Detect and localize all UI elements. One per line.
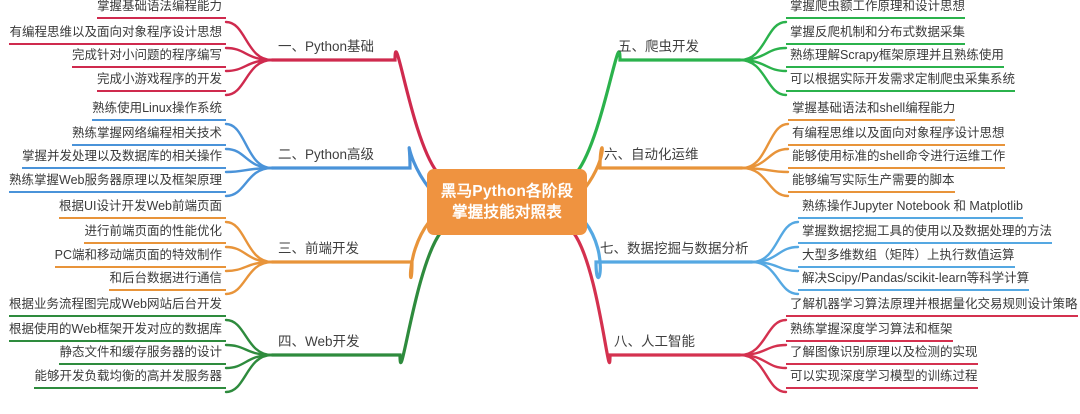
leaf-item[interactable]: 掌握爬虫额工作原理和设计思想 [786,0,966,19]
mindmap-edge [270,230,443,365]
leaf-item[interactable]: 能够编写实际生产需要的脚本 [788,173,955,193]
leaf-item[interactable]: 了解图像识别原理以及检测的实现 [786,345,978,365]
leaf-item[interactable]: 熟练掌握深度学习算法和框架 [786,322,953,342]
leaf-item[interactable]: 熟练掌握网络编程相关技术 [71,126,226,146]
leaf-item[interactable]: 可以根据实际开发需求定制爬虫采集系统 [786,72,1016,92]
branch-label-2[interactable]: 二、Python高级 [278,147,375,162]
mindmap-edge [224,353,274,394]
leaf-item[interactable]: 了解机器学习算法原理并根据量化交易规则设计策略 [786,297,1078,317]
branch-label-1[interactable]: 一、Python基础 [278,39,375,54]
center-node-line1: 黑马Python各阶段 [440,183,574,200]
leaf-item[interactable]: 掌握并发处理以及数据库的相关操作 [21,149,226,169]
leaf-item[interactable]: 掌握反爬机制和分布式数据采集 [786,25,966,45]
leaf-item[interactable]: 可以实现深度学习模型的训练过程 [786,369,978,389]
branch-label-5[interactable]: 五、爬虫开发 [618,39,699,54]
leaf-item[interactable]: 掌握数据挖掘工具的使用以及数据处理的方法 [798,224,1053,244]
mindmap-edge [270,146,431,190]
leaf-item[interactable]: 熟练理解Scrapy框架原理并且熟练使用 [786,48,1004,68]
branch-label-6[interactable]: 六、自动化运维 [604,147,699,162]
leaf-item[interactable]: 能够使用标准的shell命令进行运维工作 [788,149,1006,169]
leaf-item[interactable]: 静态文件和缓存服务器的设计 [59,345,226,365]
mindmap-edge [750,260,800,296]
mindmap-edge [738,353,788,394]
leaf-item[interactable]: 完成针对小问题的程序编写 [71,48,226,68]
mindmap-edge [583,220,754,280]
leaf-item[interactable]: 能够开发负载均衡的高并发服务器 [34,369,226,389]
center-node[interactable]: 黑马Python各阶段 掌握技能对照表 [427,169,587,235]
leaf-item[interactable]: 大型多维数组（矩阵）上执行数值运算 [798,248,1015,268]
leaf-item[interactable]: 掌握基础语法和shell编程能力 [788,101,956,121]
mindmap-edge [224,166,274,198]
leaf-item[interactable]: 进行前端页面的性能优化 [84,224,226,244]
mindmap-edge [224,260,274,296]
center-node-line2: 掌握技能对照表 [452,204,562,221]
mindmap-edge [571,230,742,365]
leaf-item[interactable]: 和后台数据进行通信 [109,271,226,291]
leaf-item[interactable]: PC端和移动端页面的特效制作 [54,248,226,268]
leaf-item[interactable]: 根据使用的Web框架开发对应的数据库 [9,322,226,342]
mindmap-edge [738,58,788,97]
leaf-item[interactable]: 熟练使用Linux操作系统 [92,101,226,121]
mindmap-edge [740,166,790,198]
leaf-item[interactable]: 有编程思维以及面向对象程序设计思想 [788,126,1005,146]
leaf-item[interactable]: 根据UI设计开发Web前端页面 [59,199,226,219]
branch-label-3[interactable]: 三、前端开发 [278,241,359,256]
leaf-item[interactable]: 熟练掌握Web服务器原理以及框架原理 [9,173,226,193]
leaf-item[interactable]: 完成小游戏程序的开发 [96,72,226,92]
branch-label-7[interactable]: 七、数据挖掘与数据分析 [600,241,749,256]
leaf-item[interactable]: 掌握基础语法编程能力 [96,0,226,19]
mindmap-edge [224,58,274,97]
mindmap-edge [270,220,431,280]
leaf-item[interactable]: 根据业务流程图完成Web网站后台开发 [9,297,226,317]
mindmap-edge [583,146,744,190]
mindmap-edge [270,50,439,174]
leaf-item[interactable]: 解决Scipy/Pandas/scikit-learn等科学计算 [798,271,1030,291]
leaf-item[interactable]: 有编程思维以及面向对象程序设计思想 [9,25,226,45]
branch-label-8[interactable]: 八、人工智能 [614,334,695,349]
leaf-item[interactable]: 熟练操作Jupyter Notebook 和 Matplotlib [798,199,1023,219]
mindmap-edge [575,50,742,174]
branch-label-4[interactable]: 四、Web开发 [278,334,360,349]
